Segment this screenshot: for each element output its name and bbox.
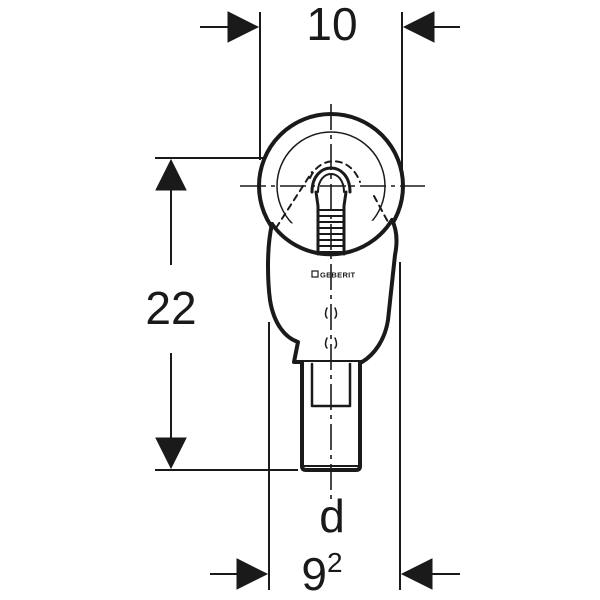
hidden-arc-top	[309, 160, 361, 183]
arrow-left-icon	[400, 558, 433, 590]
height-label: 22	[145, 282, 196, 334]
bottom-width-label: 92	[301, 547, 342, 600]
hidden-line-left	[275, 171, 313, 229]
outlet-diameter-label: d	[319, 490, 345, 542]
bottom-width-dimension	[210, 262, 460, 590]
arrow-right-icon	[236, 558, 269, 590]
arrow-down-icon	[155, 437, 187, 470]
bottom-width-superscript: 2	[327, 547, 343, 578]
ribbed-tube-right	[342, 190, 348, 256]
ribbed-tube-left	[314, 190, 320, 256]
hidden-line-right	[373, 195, 389, 223]
center-lines	[240, 104, 425, 500]
brand-mark: GEBERIT	[320, 271, 356, 280]
body-mark-lower	[324, 337, 338, 349]
arrow-up-icon	[155, 158, 187, 191]
housing-outline	[266, 218, 399, 364]
top-width-label: 10	[306, 0, 357, 50]
rosette-lower-arc	[270, 218, 394, 257]
height-dimension	[155, 157, 300, 471]
bottom-width-base: 9	[301, 548, 327, 600]
body-mark-upper	[324, 307, 338, 319]
top-width-dimension	[200, 11, 460, 178]
brand-logo-box-icon	[311, 270, 319, 278]
arrow-right-icon	[227, 11, 260, 43]
arrow-left-icon	[402, 11, 435, 43]
